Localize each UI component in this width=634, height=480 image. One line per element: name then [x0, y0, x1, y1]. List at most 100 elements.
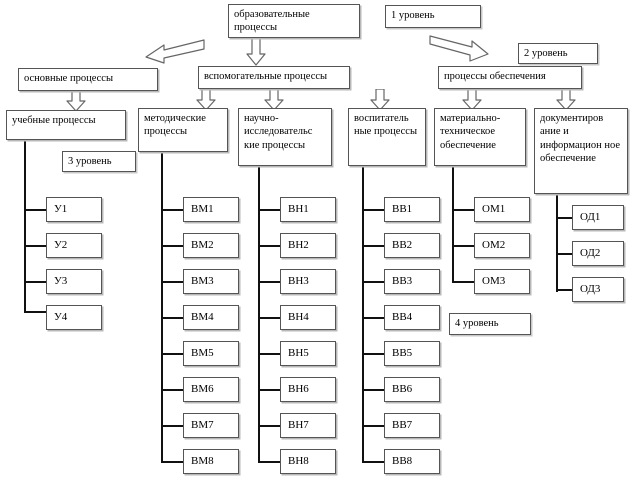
leaf-upbr-8[interactable]: ВВ8 — [384, 449, 440, 474]
stub-method-8 — [161, 461, 183, 463]
leaf-upbr-5[interactable]: ВВ5 — [384, 341, 440, 366]
leaf-upbr-7[interactable]: ВВ7 — [384, 413, 440, 438]
stub-sci-4 — [258, 317, 280, 319]
leaf-method-7-label: ВМ7 — [191, 419, 214, 431]
node-method-label: методические процессы — [144, 113, 206, 138]
leaf-upbr-1-label: ВВ1 — [392, 203, 413, 215]
leaf-method-4[interactable]: ВМ4 — [183, 305, 239, 330]
leaf-mat-2[interactable]: ОМ2 — [474, 233, 530, 258]
leaf-sci-1-label: ВН1 — [288, 203, 309, 215]
leaf-upbr-5-label: ВВ5 — [392, 347, 413, 359]
stub-doc-1 — [556, 217, 576, 219]
leaf-sci-1[interactable]: ВН1 — [280, 197, 336, 222]
leaf-edu-3-label: У3 — [54, 275, 68, 287]
leaf-method-3-label: ВМ3 — [191, 275, 214, 287]
level-label-2[interactable]: 2 уровень — [518, 43, 598, 64]
node-upbr[interactable]: воспитатель ные процессы — [348, 108, 426, 166]
node-main[interactable]: основные процессы — [18, 68, 158, 91]
leaf-sci-6[interactable]: ВН6 — [280, 377, 336, 402]
leaf-method-3[interactable]: ВМ3 — [183, 269, 239, 294]
node-mat[interactable]: материально-техническое обеспечение — [434, 108, 526, 166]
level-label-3-text: 3 уровень — [68, 156, 112, 167]
leaf-sci-8[interactable]: ВН8 — [280, 449, 336, 474]
leaf-method-7[interactable]: ВМ7 — [183, 413, 239, 438]
stub-method-6 — [161, 389, 183, 391]
leaf-edu-2[interactable]: У2 — [46, 233, 102, 258]
leaf-sci-8-label: ВН8 — [288, 455, 309, 467]
stub-mat-2 — [452, 245, 474, 247]
node-doc[interactable]: документиров ание и информацион ное обес… — [534, 108, 628, 194]
arrow-down-support-mat — [462, 89, 482, 111]
leaf-method-5[interactable]: ВМ5 — [183, 341, 239, 366]
stub-sci-1 — [258, 209, 280, 211]
stub-method-1 — [161, 209, 183, 211]
leaf-sci-5[interactable]: ВН5 — [280, 341, 336, 366]
spine-mat — [452, 166, 454, 283]
stub-method-5 — [161, 353, 183, 355]
stub-method-3 — [161, 281, 183, 283]
leaf-method-5-label: ВМ5 — [191, 347, 214, 359]
leaf-upbr-3[interactable]: ВВ3 — [384, 269, 440, 294]
node-method[interactable]: методические процессы — [138, 108, 228, 152]
node-edu[interactable]: учебные процессы — [6, 110, 126, 140]
stub-upbr-6 — [362, 389, 384, 391]
leaf-edu-1-label: У1 — [54, 203, 68, 215]
leaf-method-6-label: ВМ6 — [191, 383, 214, 395]
stub-mat-3 — [452, 281, 474, 283]
leaf-method-8[interactable]: ВМ8 — [183, 449, 239, 474]
leaf-sci-4[interactable]: ВН4 — [280, 305, 336, 330]
stub-upbr-8 — [362, 461, 384, 463]
stub-sci-3 — [258, 281, 280, 283]
node-edu-label: учебные процессы — [12, 115, 96, 126]
stub-sci-2 — [258, 245, 280, 247]
leaf-edu-2-label: У2 — [54, 239, 68, 251]
level-label-3[interactable]: 3 уровень — [62, 151, 136, 172]
leaf-method-1[interactable]: ВМ1 — [183, 197, 239, 222]
leaf-doc-3[interactable]: ОД3 — [572, 277, 624, 302]
leaf-mat-3-label: ОМ3 — [482, 275, 506, 287]
node-sci[interactable]: научно-исследовательс кие процессы — [238, 108, 332, 166]
node-sci-label: научно-исследовательс кие процессы — [244, 113, 313, 151]
leaf-upbr-3-label: ВВ3 — [392, 275, 413, 287]
leaf-upbr-6[interactable]: ВВ6 — [384, 377, 440, 402]
node-doc-label: документиров ание и информацион ное обес… — [540, 113, 621, 165]
leaf-edu-4[interactable]: У4 — [46, 305, 102, 330]
leaf-sci-5-label: ВН5 — [288, 347, 309, 359]
node-upbr-label: воспитатель ные процессы — [354, 113, 417, 138]
level-label-1[interactable]: 1 уровень — [385, 5, 481, 28]
leaf-sci-3[interactable]: ВН3 — [280, 269, 336, 294]
stub-upbr-1 — [362, 209, 384, 211]
leaf-method-2-label: ВМ2 — [191, 239, 214, 251]
stub-method-7 — [161, 425, 183, 427]
stub-upbr-3 — [362, 281, 384, 283]
node-auxiliary[interactable]: вспомогательные процессы — [198, 66, 350, 89]
leaf-sci-7[interactable]: ВН7 — [280, 413, 336, 438]
leaf-sci-3-label: ВН3 — [288, 275, 309, 287]
level-label-1-text: 1 уровень — [391, 10, 435, 21]
leaf-sci-2[interactable]: ВН2 — [280, 233, 336, 258]
leaf-upbr-2[interactable]: ВВ2 — [384, 233, 440, 258]
leaf-method-2[interactable]: ВМ2 — [183, 233, 239, 258]
level-label-4[interactable]: 4 уровень — [449, 313, 531, 335]
leaf-upbr-1[interactable]: ВВ1 — [384, 197, 440, 222]
leaf-doc-2[interactable]: ОД2 — [572, 241, 624, 266]
leaf-edu-3[interactable]: У3 — [46, 269, 102, 294]
leaf-mat-2-label: ОМ2 — [482, 239, 506, 251]
leaf-upbr-6-label: ВВ6 — [392, 383, 413, 395]
leaf-method-6[interactable]: ВМ6 — [183, 377, 239, 402]
leaf-upbr-2-label: ВВ2 — [392, 239, 413, 251]
node-support[interactable]: процессы обеспечения — [438, 66, 582, 89]
spine-doc — [556, 194, 558, 292]
leaf-doc-1[interactable]: ОД1 — [572, 205, 624, 230]
leaf-sci-6-label: ВН6 — [288, 383, 309, 395]
arrow-down-aux-upbr — [370, 89, 390, 111]
leaf-mat-3[interactable]: ОМ3 — [474, 269, 530, 294]
leaf-mat-1[interactable]: ОМ1 — [474, 197, 530, 222]
spine-edu — [24, 140, 26, 312]
leaf-mat-1-label: ОМ1 — [482, 203, 506, 215]
leaf-edu-1[interactable]: У1 — [46, 197, 102, 222]
leaf-upbr-4[interactable]: ВВ4 — [384, 305, 440, 330]
node-root[interactable]: образовательные процессы — [228, 4, 360, 38]
stub-edu-1 — [24, 209, 46, 211]
